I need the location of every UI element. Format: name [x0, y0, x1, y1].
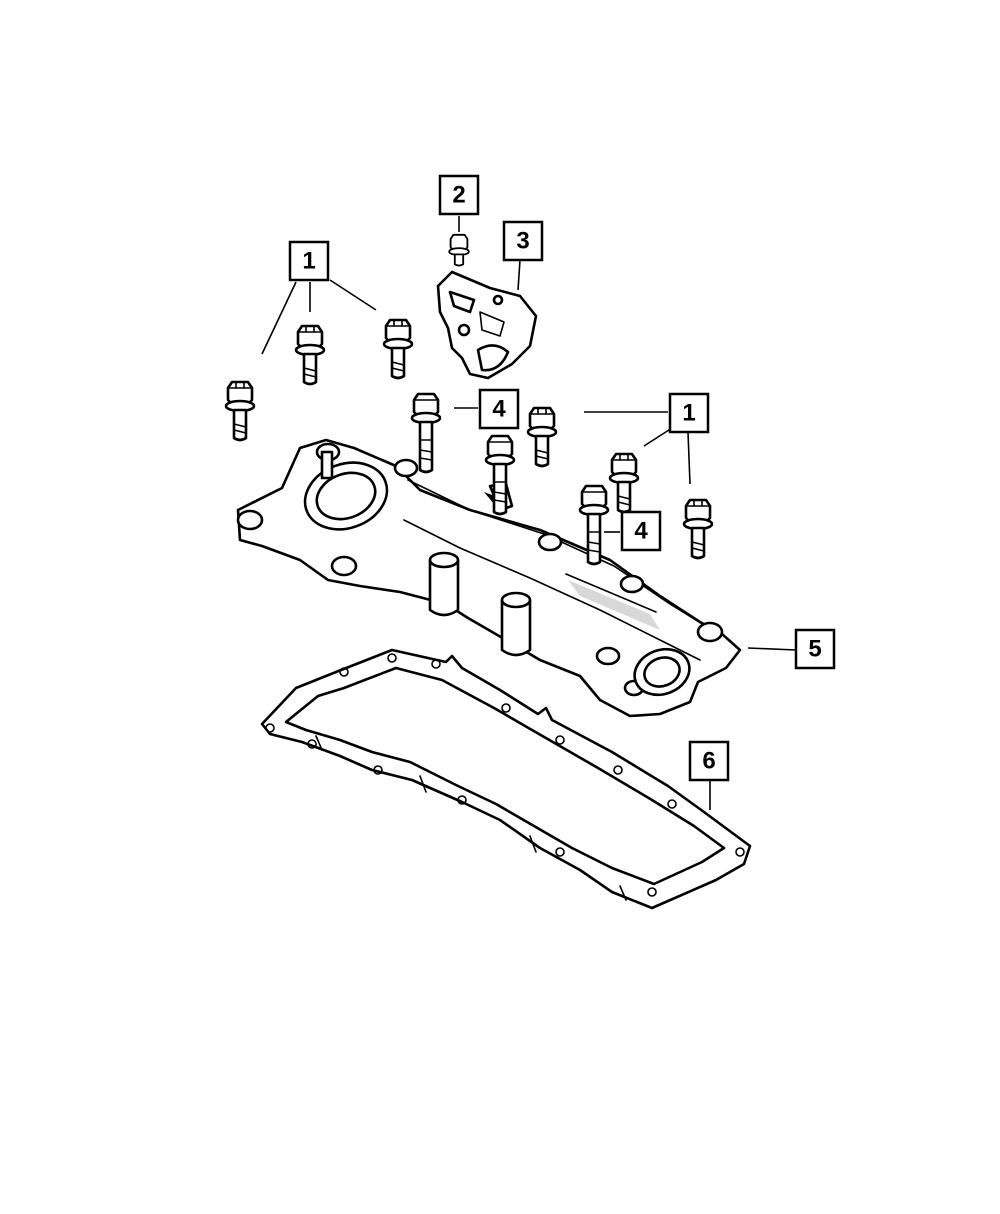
callout-6: 6 [688, 740, 730, 782]
callout-label: 4 [492, 396, 506, 423]
callout-label: 1 [302, 248, 315, 275]
callout-2: 2 [438, 174, 480, 216]
bolt-part-2 [448, 233, 470, 267]
bolt-part-1-a [224, 380, 256, 442]
bolt-part-1-e [608, 452, 640, 514]
stud-part-4-a [410, 392, 442, 474]
callout-label: 6 [702, 748, 715, 775]
callout-4-top: 4 [478, 388, 520, 430]
bracket-part [436, 270, 538, 380]
callout-label: 5 [808, 636, 821, 663]
gasket-part [260, 648, 752, 910]
callout-4-right: 4 [620, 510, 662, 552]
callout-5: 5 [794, 628, 836, 670]
bolt-part-1-c [382, 318, 414, 380]
callout-1-right: 1 [668, 392, 710, 434]
callout-1-top-left: 1 [288, 240, 330, 282]
bolt-part-1-f [682, 498, 714, 560]
intake-manifold-part [236, 438, 742, 718]
callout-3: 3 [502, 220, 544, 262]
leader-lines [261, 216, 797, 810]
callout-label: 3 [516, 228, 529, 255]
callout-label: 2 [452, 182, 465, 209]
callout-label: 1 [682, 400, 695, 427]
callout-label: 4 [634, 518, 648, 545]
bolt-part-1-b [294, 324, 326, 386]
bolt-part-1-d [526, 406, 558, 468]
